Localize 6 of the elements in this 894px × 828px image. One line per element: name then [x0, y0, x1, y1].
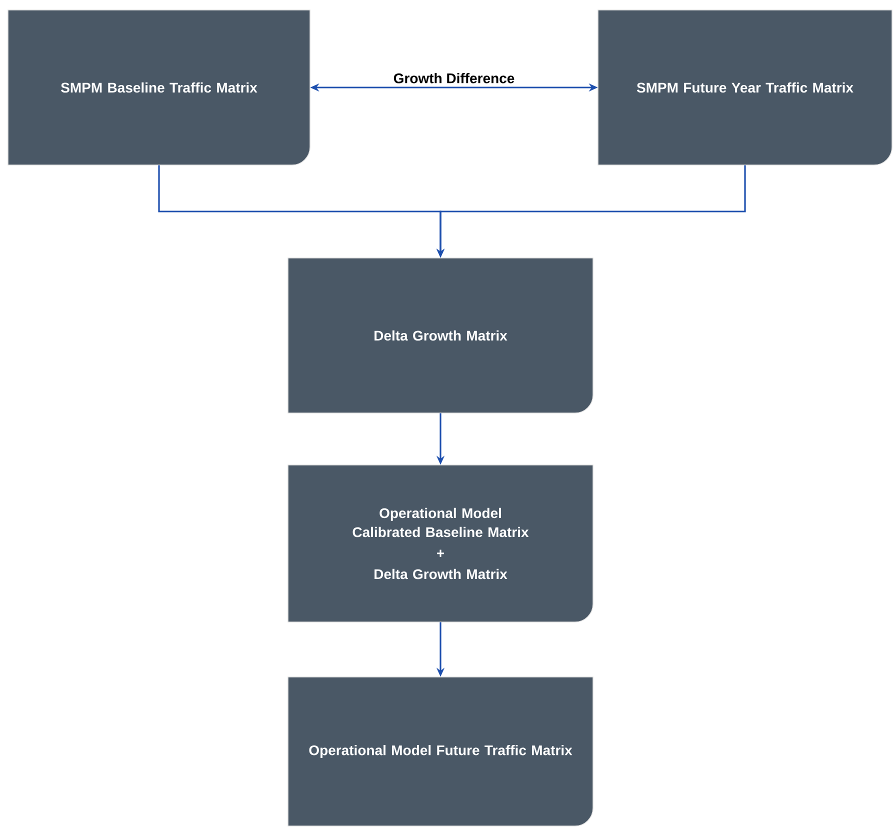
process-box: SMPM Baseline Traffic Matrix: [8, 10, 310, 166]
process-box: Operational Model Calibrated Baseline Matrix + Delta Growth Matrix: [288, 464, 594, 622]
process-box: Operational Model Future Traffic Matrix: [288, 676, 594, 826]
process-box: SMPM Future Year Traffic Matrix: [598, 10, 892, 166]
process-box: Delta Growth Matrix: [288, 258, 594, 414]
edge-label: Growth Difference: [392, 72, 516, 84]
